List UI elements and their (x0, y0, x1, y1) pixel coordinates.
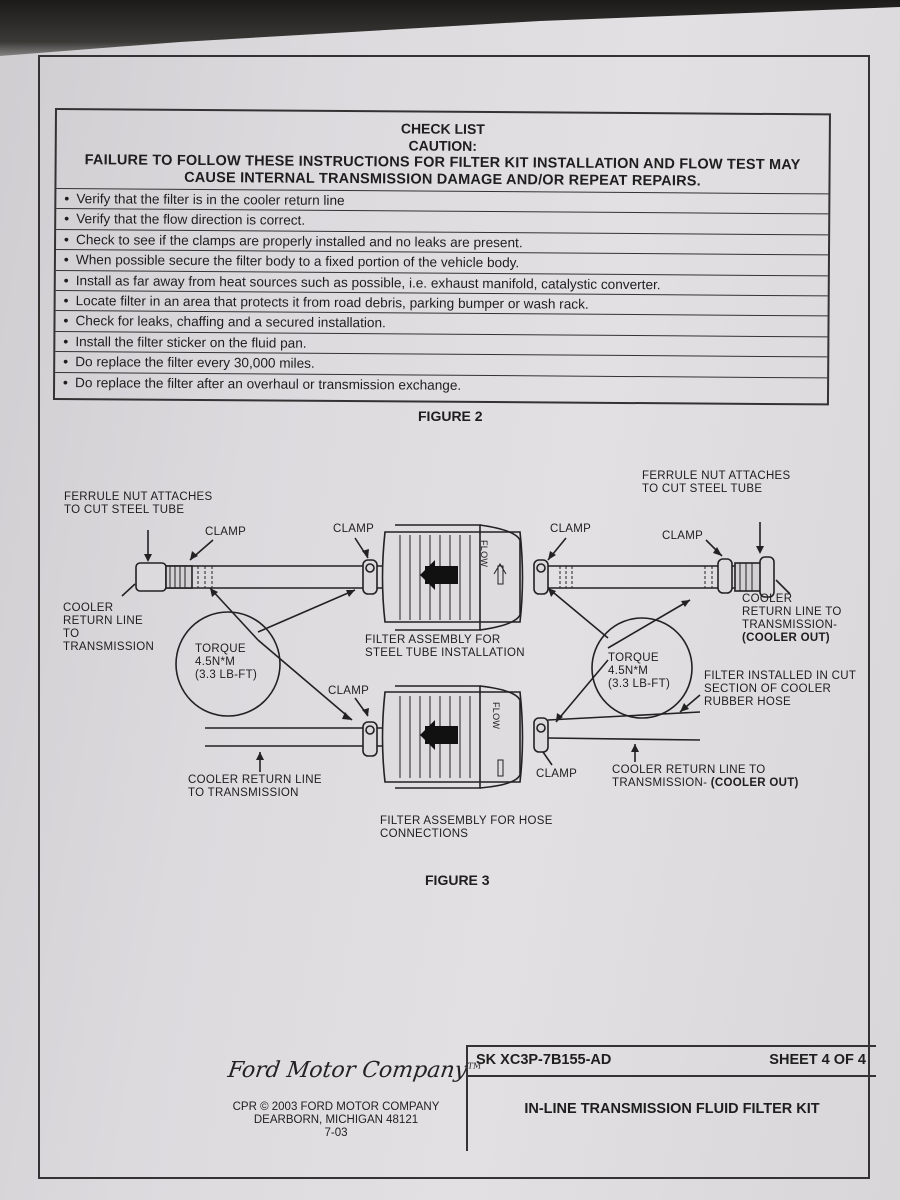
clamp-icon (362, 721, 378, 757)
document-title: IN-LINE TRANSMISSION FLUID FILTER KIT (524, 1101, 820, 1117)
ford-logo: Ford Motor CompanyTM (226, 1058, 482, 1083)
steel-tube-assembly-label: FILTER ASSEMBLY FOR STEEL TUBE INSTALLAT… (365, 634, 525, 659)
clamp-label: CLAMP (550, 523, 592, 535)
hose-cut-label: FILTER INSTALLED IN CUT SECTION OF COOLE… (704, 670, 857, 708)
ferrule-nut-left-icon (135, 562, 167, 592)
fitting-right-icon (734, 562, 762, 592)
clamp-icon (717, 558, 733, 594)
clamp-label: CLAMP (333, 523, 375, 535)
steel-tube-right (548, 565, 735, 589)
flow-label: FLOW (491, 702, 501, 730)
bottom-left-cooler-label: COOLER RETURN LINE TO TRANSMISSION (188, 774, 322, 799)
copyright-block: CPR © 2003 FORD MOTOR COMPANY DEARBORN, … (232, 1101, 440, 1139)
part-number: SK XC3P-7B155-AD (476, 1052, 612, 1068)
cooler-return-left-label: COOLER RETURN LINE TO TRANSMISSION (63, 602, 155, 653)
torque-right-label: TORQUE 4.5N*M (3.3 LB-FT) (608, 652, 671, 690)
sheet-number: SHEET 4 OF 4 (769, 1052, 866, 1068)
cooler-return-right-label: COOLER RETURN LINE TO TRANSMISSION- (COO… (742, 593, 842, 644)
clamp-icon (533, 717, 549, 753)
clamp-icon (533, 559, 549, 595)
torque-circle-left (175, 611, 281, 717)
page-border (38, 55, 870, 1179)
torque-left-label: TORQUE 4.5N*M (3.3 LB-FT) (195, 643, 258, 681)
clamp-label: CLAMP (328, 685, 370, 697)
clamp-label: CLAMP (662, 530, 704, 542)
ferrule-nut-right-icon (759, 556, 775, 598)
title-block: SK XC3P-7B155-AD SHEET 4 OF 4 IN-LINE TR… (466, 1045, 876, 1151)
hose-left (205, 727, 385, 747)
clamp-icon (362, 559, 378, 595)
hose-right (547, 711, 701, 741)
clamp-label: CLAMP (205, 526, 247, 538)
figure-3-label: FIGURE 3 (425, 872, 490, 888)
figure-2-label: FIGURE 2 (418, 408, 483, 424)
torque-circle-right (591, 617, 693, 719)
flow-label: FLOW (479, 540, 489, 568)
clamp-label: CLAMP (536, 768, 578, 780)
bottom-right-cooler-label: COOLER RETURN LINE TO TRANSMISSION- (COO… (612, 764, 799, 789)
hose-assembly-label: FILTER ASSEMBLY FOR HOSE CONNECTIONS (380, 815, 553, 840)
